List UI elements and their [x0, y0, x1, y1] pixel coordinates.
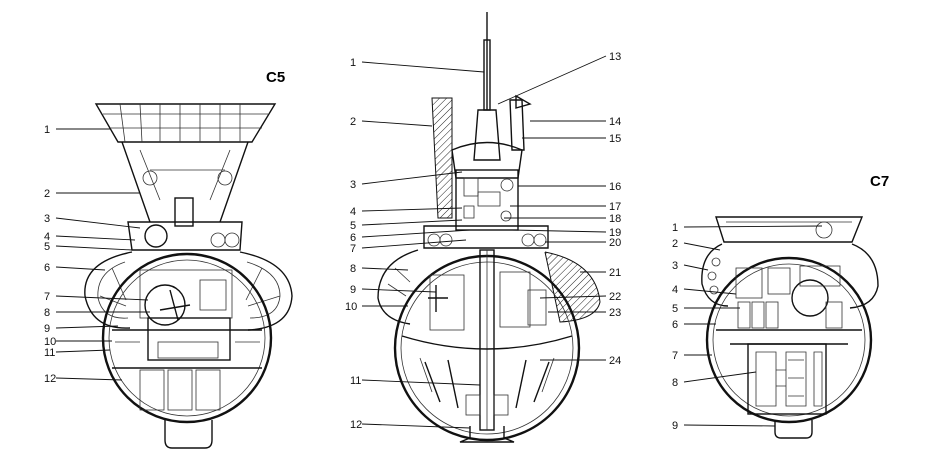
label-c7-9: 9 [672, 420, 678, 432]
c5-labels: 1 2 3 4 5 6 7 8 9 10 11 12 [44, 124, 56, 385]
label-c7-5: 5 [672, 303, 678, 315]
label-mid-16: 16 [609, 181, 621, 193]
label-mid-21: 21 [609, 267, 621, 279]
label-mid-11: 11 [350, 375, 361, 387]
label-mid-22: 22 [609, 291, 621, 303]
label-mid-1: 1 [350, 57, 356, 69]
label-mid-6: 6 [350, 232, 356, 244]
label-mid-24: 24 [609, 355, 621, 367]
label-mid-10: 10 [345, 301, 357, 313]
label-c5-1: 1 [44, 124, 50, 136]
c7-labels: 1 2 3 4 5 6 7 8 9 [672, 222, 678, 432]
label-c5-10: 10 [44, 336, 56, 348]
label-mid-7: 7 [350, 243, 356, 255]
label-mid-20: 20 [609, 237, 621, 249]
label-mid-15: 15 [609, 133, 621, 145]
label-c7-4: 4 [672, 284, 678, 296]
middle-labels-right: 13 14 15 16 17 18 19 20 21 22 23 24 [609, 51, 621, 367]
label-mid-23: 23 [609, 307, 621, 319]
label-c5-9: 9 [44, 323, 50, 335]
label-mid-13: 13 [609, 51, 621, 63]
label-c5-3: 3 [44, 213, 50, 225]
label-c5-2: 2 [44, 188, 50, 200]
label-c7-3: 3 [672, 260, 678, 272]
figure-title-c5: C5 [266, 69, 285, 86]
label-mid-4: 4 [350, 206, 356, 218]
label-mid-2: 2 [350, 116, 356, 128]
label-mid-9: 9 [350, 284, 356, 296]
label-mid-12: 12 [350, 419, 362, 431]
figure-c5: C5 [44, 69, 293, 449]
label-c7-7: 7 [672, 350, 678, 362]
label-c5-4: 4 [44, 231, 50, 243]
label-mid-3: 3 [350, 179, 356, 191]
label-c7-8: 8 [672, 377, 678, 389]
label-c5-8: 8 [44, 307, 50, 319]
label-c7-6: 6 [672, 319, 678, 331]
label-mid-18: 18 [609, 213, 621, 225]
label-c7-2: 2 [672, 238, 678, 250]
label-c5-12: 12 [44, 373, 56, 385]
label-mid-8: 8 [350, 263, 356, 275]
label-c7-1: 1 [672, 222, 678, 234]
label-c5-7: 7 [44, 291, 50, 303]
figure-c7: C7 [672, 173, 889, 439]
label-c5-6: 6 [44, 262, 50, 274]
figure-middle: 1 2 3 4 5 6 7 8 9 10 11 12 13 14 15 16 1… [345, 12, 621, 443]
middle-labels-left: 1 2 3 4 5 6 7 8 9 10 11 12 [345, 57, 362, 431]
label-mid-14: 14 [609, 116, 621, 128]
label-mid-17: 17 [609, 201, 621, 213]
label-c5-5: 5 [44, 241, 50, 253]
label-mid-5: 5 [350, 220, 356, 232]
label-c5-11: 11 [44, 347, 55, 359]
figure-title-c7: C7 [870, 173, 889, 190]
label-mid-19: 19 [609, 227, 621, 239]
